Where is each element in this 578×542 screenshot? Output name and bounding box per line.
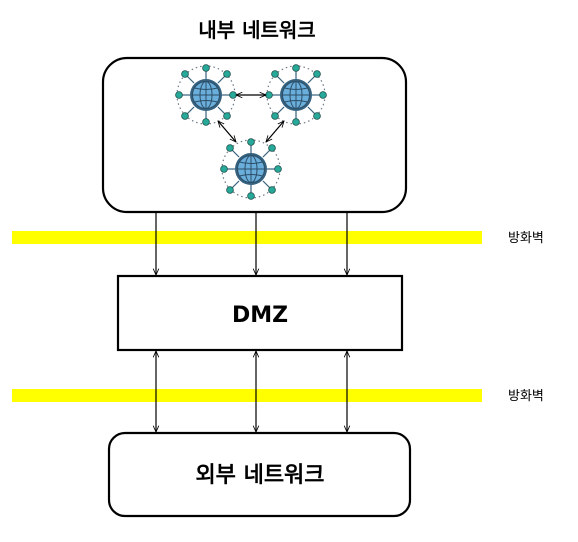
globe-network-icon (175, 63, 238, 127)
internal-network-group: 내부 네트워크 (101, 18, 408, 214)
firewall-bar (12, 389, 482, 402)
globe-network-icon (265, 63, 327, 127)
external-network-box (107, 431, 412, 518)
node-link-arrow (266, 121, 284, 142)
internal-network-title: 내부 네트워크 (198, 18, 315, 42)
node-link-arrow (218, 121, 236, 142)
firewall-label: 방화벽 (508, 389, 544, 404)
external-network-label: 외부 네트워크 (195, 463, 324, 488)
firewall-bar (12, 231, 482, 244)
internal-network-box (101, 56, 408, 214)
dmz-box (116, 274, 404, 352)
firewall-label: 방화벽 (508, 231, 544, 246)
globe-network-icon (220, 138, 282, 201)
dmz-label: DMZ (232, 303, 288, 328)
